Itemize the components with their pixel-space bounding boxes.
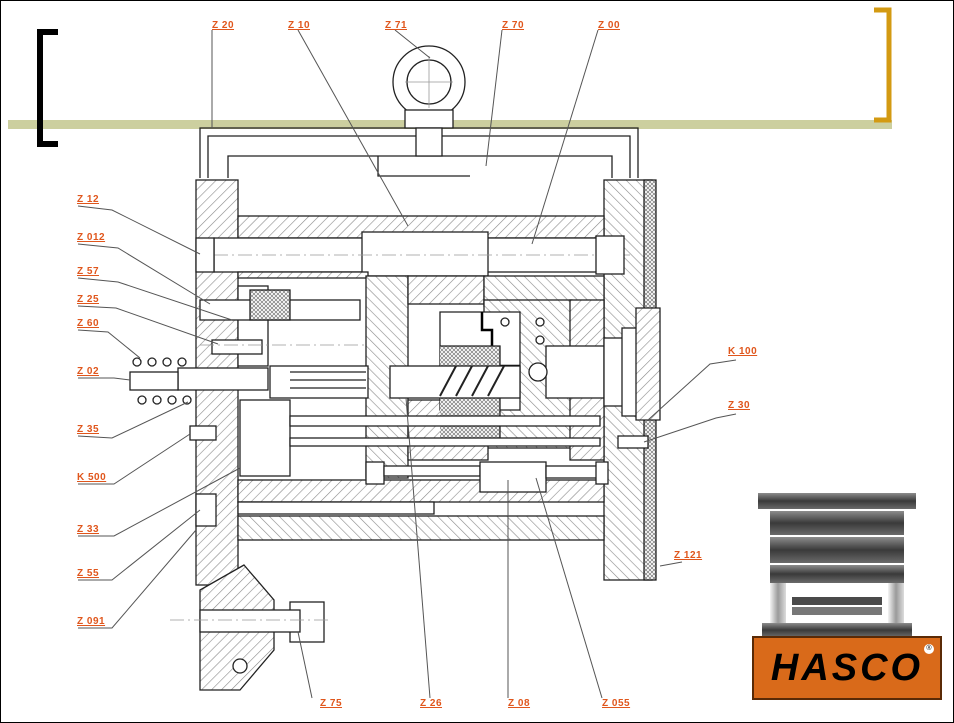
registered-mark: ® (924, 644, 934, 654)
label-z02: Z 02 (77, 366, 100, 377)
leader-k500 (78, 433, 191, 485)
label-z70: Z 70 (502, 20, 525, 31)
label-z57: Z 57 (77, 266, 100, 277)
label-z091: Z 091 (77, 616, 106, 627)
leader-z30 (643, 413, 737, 443)
right-bracket (874, 7, 892, 123)
label-z055: Z 055 (602, 698, 631, 709)
leader-z75 (297, 631, 313, 699)
leader-z55 (78, 509, 201, 581)
label-z30: Z 30 (728, 400, 751, 411)
leader-z10 (297, 29, 409, 227)
label-z26: Z 26 (420, 698, 443, 709)
leader-z60 (77, 329, 141, 359)
leader-z71 (394, 29, 431, 59)
leader-z055 (535, 477, 603, 699)
label-z71: Z 71 (385, 20, 408, 31)
leader-z25 (77, 305, 219, 345)
leader-z00 (531, 29, 599, 245)
label-z75: Z 75 (320, 698, 343, 709)
leader-z57 (77, 277, 233, 321)
leader-z26 (405, 397, 431, 699)
leader-z02 (78, 377, 131, 381)
mould-stack-icon (758, 493, 916, 637)
leader-z121 (659, 561, 683, 567)
label-z60: Z 60 (77, 318, 100, 329)
leader-lines (77, 29, 737, 699)
label-z33: Z 33 (77, 524, 100, 535)
label-z012: Z 012 (77, 232, 106, 243)
leader-z35 (77, 401, 189, 439)
leader-z70 (485, 29, 503, 167)
leader-k100 (647, 359, 737, 421)
leader-z091 (78, 529, 197, 629)
label-z10: Z 10 (288, 20, 311, 31)
leader-z012 (77, 243, 211, 305)
label-z20: Z 20 (212, 20, 235, 31)
label-z00: Z 00 (598, 20, 621, 31)
label-k500: K 500 (77, 472, 107, 483)
leader-z33 (78, 467, 241, 537)
leader-z12 (77, 205, 201, 255)
label-z08: Z 08 (508, 698, 531, 709)
hasco-brand-text: HASCO (770, 646, 924, 689)
label-k100: K 100 (728, 346, 758, 357)
label-z55: Z 55 (77, 568, 100, 579)
label-z12: Z 12 (77, 194, 100, 205)
label-z35: Z 35 (77, 424, 100, 435)
hasco-wordmark: HASCO ® (752, 636, 942, 700)
left-bracket (37, 29, 58, 147)
hasco-logo: HASCO ® (752, 489, 942, 704)
mould-assembly (129, 45, 661, 691)
label-z121: Z 121 (674, 550, 703, 561)
label-z25: Z 25 (77, 294, 100, 305)
